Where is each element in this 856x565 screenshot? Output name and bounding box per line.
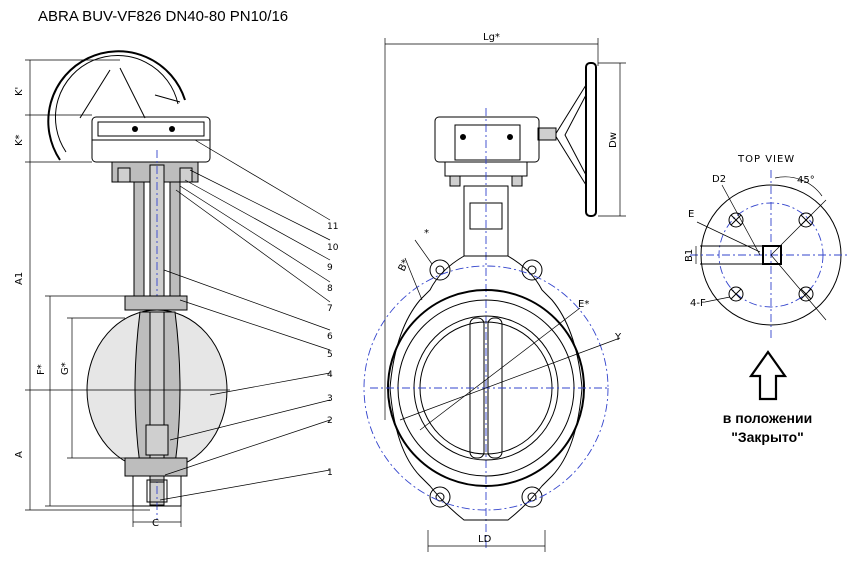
callout-3: 3 (327, 394, 333, 404)
dim-f-star: F* (36, 364, 47, 375)
dim-e: E (688, 209, 694, 220)
dim-lg-star: Lg* (483, 32, 500, 43)
upper-seat (124, 295, 188, 311)
dim-k-star: K* (14, 134, 25, 146)
position-note: в положении "Закрыто" (700, 409, 835, 447)
callout-6: 6 (327, 332, 333, 342)
valve-body (389, 255, 583, 521)
bolt-hole-1 (728, 212, 744, 228)
gearbox-top (97, 121, 205, 137)
callout-5: 5 (327, 350, 333, 360)
callout-9: 9 (327, 263, 333, 273)
handwheel-side (585, 62, 597, 217)
callout-2: 2 (327, 416, 333, 426)
dim-b1: B1 (684, 249, 695, 262)
dim-45-deg: 45° (797, 175, 815, 186)
dim-star: * (424, 228, 429, 239)
dim-d2: D2 (712, 174, 726, 185)
side-section-view: K' K* A1 A F* G* C (14, 50, 230, 529)
gearbox-front (434, 116, 540, 163)
bolt-hole-3 (728, 286, 744, 302)
callout-4: 4 (327, 370, 333, 380)
dim-4-f: 4-F (690, 298, 706, 309)
note-line-1: в положении (722, 410, 813, 426)
callout-10: 10 (327, 243, 339, 253)
bolt-hole-4 (798, 286, 814, 302)
handwheel-inner-arc (55, 54, 179, 153)
callout-11: 11 (327, 222, 338, 232)
dim-g-star: G* (60, 362, 71, 375)
dim-c: C (152, 518, 159, 529)
note-line-2: "Закрыто" (731, 429, 804, 445)
dim-a: A (14, 451, 25, 458)
callout-leaders: 11 10 9 8 7 6 5 4 3 2 1 (159, 139, 339, 501)
dim-k-prime: K' (14, 87, 25, 96)
bolt-circle (363, 265, 609, 511)
handwheel-arc (47, 50, 186, 161)
page-title: ABRA BUV-VF826 DN40-80 PN10/16 (38, 8, 289, 25)
dim-a1: A1 (14, 272, 25, 285)
dim-b-star: B* (397, 258, 412, 273)
top-view-label: TOP VIEW (737, 154, 795, 165)
stem-square (762, 245, 782, 265)
dim-e-star: E* (578, 299, 589, 310)
callout-1: 1 (327, 468, 333, 478)
dim-y: Y (614, 332, 622, 343)
callout-7: 7 (327, 304, 333, 314)
lower-seat (124, 457, 188, 477)
callout-8: 8 (327, 284, 333, 294)
up-arrow-icon (748, 350, 788, 401)
dim-dw: Dw (608, 132, 619, 148)
dim-ld: LD (478, 534, 492, 545)
front-view: Lg* Dw (363, 32, 626, 552)
bolt-hole-2 (798, 212, 814, 228)
top-view: TOP VIEW B1 D2 E (684, 154, 850, 401)
